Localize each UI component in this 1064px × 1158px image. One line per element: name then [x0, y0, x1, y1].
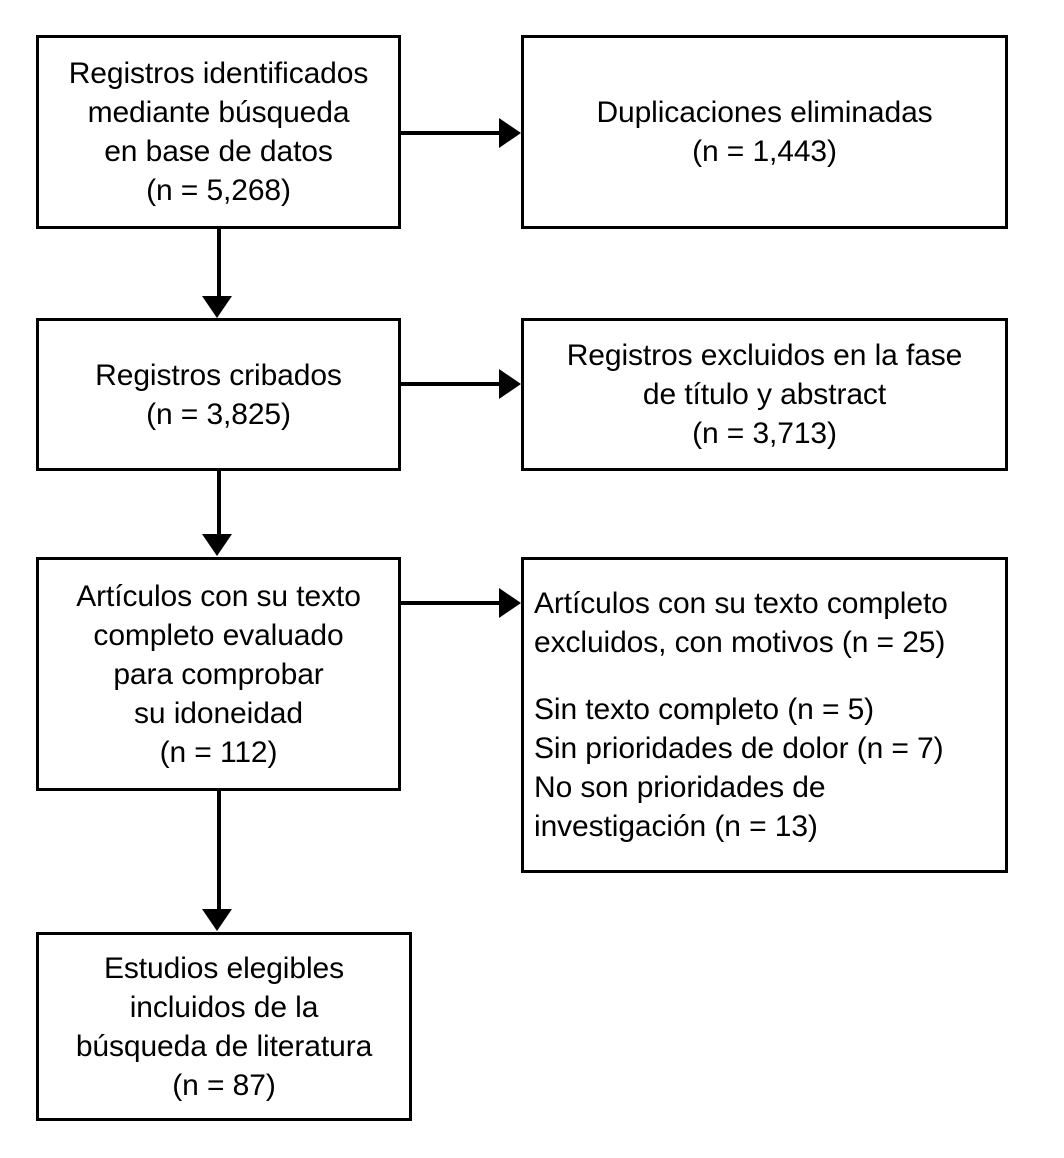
box-count: excluidos, con motivos (n = 25): [534, 625, 946, 659]
arrow-screened-to-excluded-title-abstract-line: [401, 382, 502, 386]
box-eligible-studies-included: Estudios elegibles incluidos de la búsqu…: [36, 932, 412, 1121]
box-line: Artículos con su texto completo: [534, 586, 948, 620]
box-line: en base de datos: [104, 135, 333, 168]
box-line: Estudios elegibles: [103, 951, 345, 985]
arrow-fulltext-to-included-line: [217, 791, 221, 910]
box-count: (n = 1,443): [692, 135, 837, 168]
arrow-identified-to-duplicates-head: [499, 118, 521, 148]
box-line: para comprobar: [113, 657, 324, 691]
box-fulltext-excluded-with-reasons: Artículos con su texto completo excluido…: [521, 557, 1008, 873]
box-line: Registros identificados: [68, 57, 369, 90]
box-line: Registros cribados: [95, 358, 342, 392]
exclusion-reason: investigación (n = 13): [534, 810, 818, 844]
box-line: Duplicaciones eliminadas: [596, 96, 933, 129]
box-fulltext-assessed: Artículos con su texto completo evaluado…: [36, 557, 401, 791]
exclusion-reason: Sin prioridades de dolor (n = 7): [534, 732, 944, 766]
box-line: incluidos de la: [129, 990, 319, 1024]
arrow-identified-to-duplicates-line: [401, 131, 502, 135]
exclusion-reason: Sin texto completo (n = 5): [534, 693, 875, 727]
box-count: (n = 3,713): [692, 417, 837, 450]
box-line: Artículos con su texto: [76, 579, 361, 613]
arrow-identified-to-screened-head: [202, 296, 232, 318]
box-line: de título y abstract: [642, 378, 887, 411]
box-records-identified: Registros identificados mediante búsqued…: [36, 35, 401, 229]
box-line: completo evaluado: [93, 618, 344, 652]
box-line: Registros excluidos en la fase: [566, 339, 963, 372]
box-line-spacer: [534, 662, 995, 691]
box-line: mediante búsqueda: [87, 96, 350, 129]
box-line: búsqueda de literatura: [75, 1029, 373, 1063]
box-count: (n = 5,268): [146, 174, 291, 207]
arrow-screened-to-excluded-title-abstract-head: [499, 369, 521, 399]
box-records-screened: Registros cribados (n = 3,825): [36, 318, 401, 471]
arrow-screened-to-fulltext-head: [202, 534, 232, 556]
box-count: (n = 112): [159, 735, 278, 769]
box-count: (n = 3,825): [146, 397, 291, 431]
exclusion-reason: No son prioridades de: [534, 771, 826, 805]
arrow-fulltext-to-fulltext-excluded-head: [499, 588, 521, 618]
box-count: (n = 87): [172, 1068, 276, 1102]
arrow-screened-to-fulltext-line: [217, 471, 221, 535]
arrow-fulltext-to-fulltext-excluded-line: [401, 601, 502, 605]
arrow-identified-to-screened-line: [217, 229, 221, 297]
box-duplicates-removed: Duplicaciones eliminadas (n = 1,443): [521, 35, 1008, 229]
box-records-excluded-title-abstract: Registros excluidos en la fase de título…: [521, 318, 1008, 471]
arrow-fulltext-to-included-head: [202, 909, 232, 931]
box-line: su idoneidad: [134, 696, 303, 730]
